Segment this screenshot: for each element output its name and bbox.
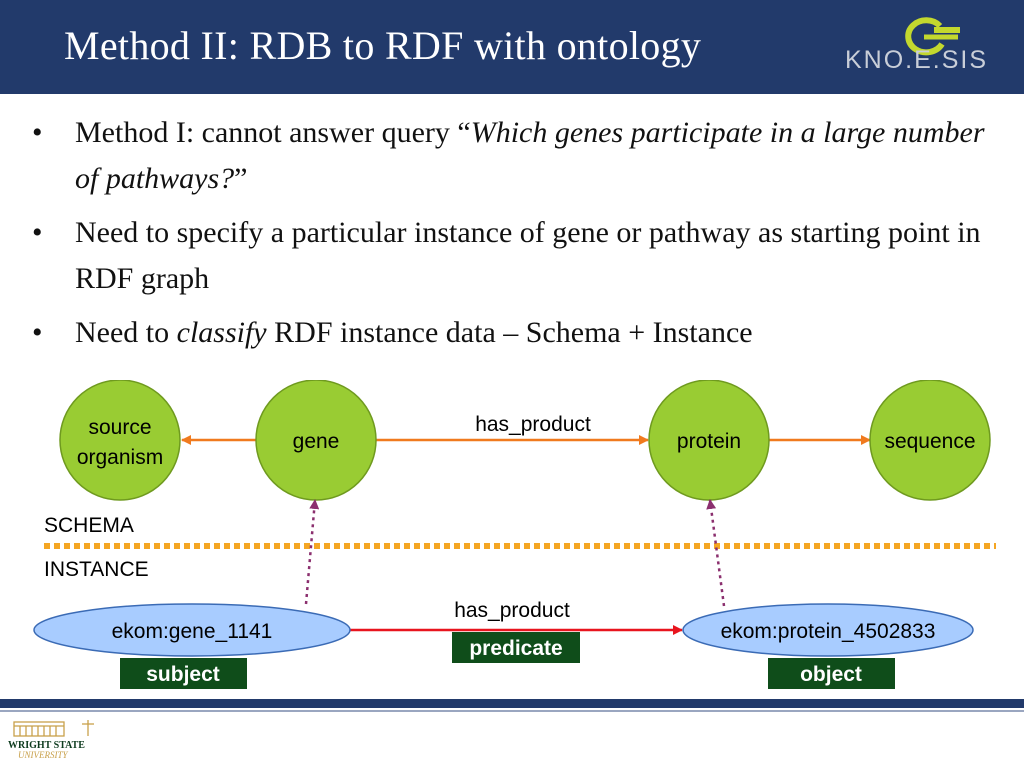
knoesis-logo (905, 17, 960, 56)
bullet-text: RDF instance data – Schema + Instance (266, 316, 753, 349)
bullet-item: • Method I: cannot answer query “Which g… (30, 110, 1010, 202)
node-label: organism (77, 446, 163, 469)
type-link-protein (706, 499, 726, 607)
bullet-text: Method I: cannot answer query “ (75, 116, 471, 149)
instance-node-gene: ekom:gene_1141 (33, 603, 351, 657)
subject-role-box: subject (120, 658, 247, 689)
node-label: ekom:gene_1141 (112, 620, 273, 643)
schema-node-sequence: sequence (869, 380, 991, 501)
node-label: ekom:protein_4502833 (721, 620, 936, 643)
bullet-dot: • (32, 116, 43, 149)
bullet-item: • Need to specify a particular instance … (30, 210, 1010, 302)
role-label: subject (146, 663, 220, 686)
object-role-box: object (768, 658, 895, 689)
bullet-query-italic: Which genes participate in a large numbe… (75, 116, 985, 195)
role-label: predicate (469, 637, 562, 660)
schema-edge-label: has_product (475, 413, 591, 436)
title-bar: Method II: RDB to RDF with ontology KNO.… (0, 0, 1024, 94)
node-label: source (88, 416, 151, 439)
instance-label: INSTANCE (44, 558, 149, 581)
node-label: protein (677, 430, 741, 453)
schema-label: SCHEMA (44, 514, 134, 537)
bullet-dot: • (32, 316, 43, 349)
wright-state-university-logo: WRIGHT STATE UNIVERSITY (8, 720, 94, 760)
schema-node-source-organism: source organism (59, 380, 181, 501)
knoesis-e-icon (905, 17, 960, 56)
bullet-classify-italic: classify (176, 316, 267, 349)
node-label: gene (293, 430, 340, 453)
instance-node-protein: ekom:protein_4502833 (682, 603, 974, 657)
svg-text:UNIVERSITY: UNIVERSITY (18, 750, 68, 760)
rdf-diagram: has_product source organism gene protein… (33, 380, 996, 689)
building-icon (13, 720, 94, 737)
type-link-gene (304, 499, 320, 605)
bullet-text: ” (234, 162, 248, 195)
node-label: sequence (884, 430, 975, 453)
knoesis-logo-text: KNO.E.SIS (845, 46, 989, 74)
role-label: object (800, 663, 862, 686)
predicate-role-box: predicate (452, 632, 580, 663)
svg-text:WRIGHT STATE: WRIGHT STATE (8, 740, 85, 751)
footer-bar (0, 699, 1024, 708)
slide-title: Method II: RDB to RDF with ontology (64, 23, 702, 68)
bullet-item: • Need to classify RDF instance data – S… (30, 310, 1010, 356)
bullet-list: • Method I: cannot answer query “Which g… (30, 110, 1010, 364)
footer-divider (0, 710, 1024, 712)
schema-node-protein: protein (648, 380, 770, 501)
bullet-text: Need to specify a particular instance of… (75, 216, 981, 295)
schema-node-gene: gene (255, 380, 377, 501)
instance-edge-label: has_product (454, 599, 570, 622)
bullet-dot: • (32, 216, 43, 249)
bullet-text: Need to (75, 316, 177, 349)
